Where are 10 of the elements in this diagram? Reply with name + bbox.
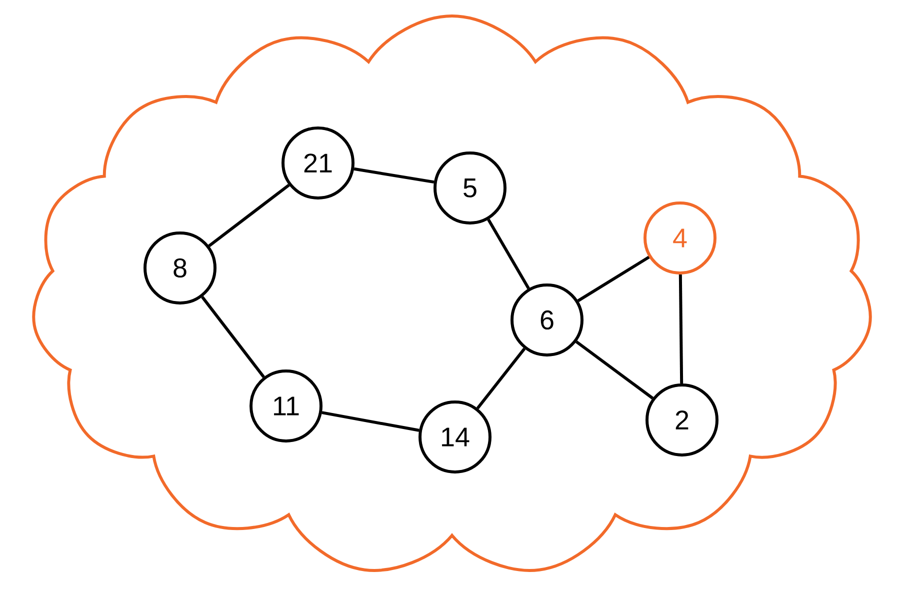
connector-line: [201, 296, 265, 378]
connector-line: [208, 184, 290, 248]
connector-line: [354, 167, 434, 184]
connector-line: [577, 256, 650, 302]
connector-line: [476, 348, 526, 410]
connector-line: [575, 340, 654, 400]
connector-line: [678, 274, 684, 384]
cloud-outline: [32, 14, 872, 572]
connector-line: [322, 411, 420, 432]
connector-line: [487, 218, 530, 290]
